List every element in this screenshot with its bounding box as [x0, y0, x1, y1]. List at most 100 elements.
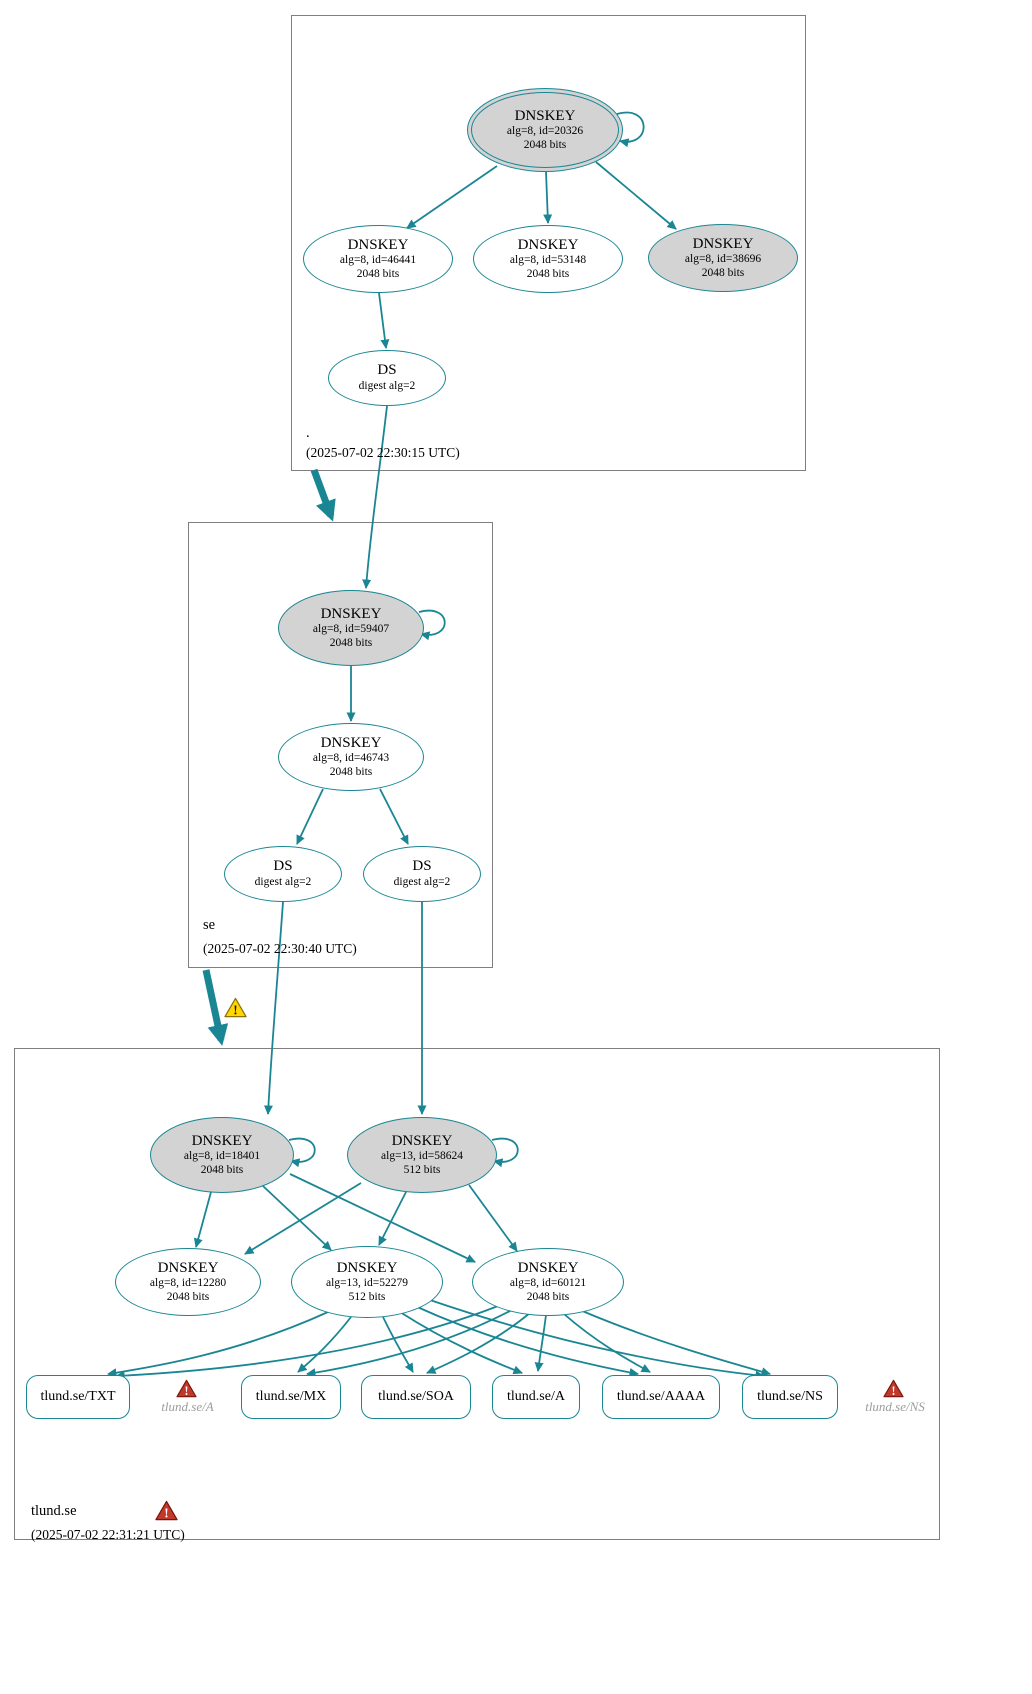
dnskey-node-tlund-zsk1[interactable]: DNSKEY alg=8, id=12280 2048 bits [115, 1248, 261, 1316]
node-type: DNSKEY [191, 1132, 253, 1149]
edge-zsk2-txt [107, 1311, 329, 1378]
zone-box-root [291, 15, 806, 471]
edge-zsk3-aaaa [563, 1313, 651, 1373]
node-type: DNSKEY [336, 1259, 398, 1276]
rrset-node-a[interactable]: tlund.se/A [492, 1375, 580, 1419]
edge-tlund-ksk2-zsk1 [244, 1182, 362, 1255]
node-meta: alg=8, id=59407 [312, 622, 390, 635]
zone-box-se [188, 522, 493, 968]
edge-tlund-ksk1-zsk3 [289, 1173, 476, 1263]
rrset-label: tlund.se/NS [757, 1389, 823, 1404]
ghost-rrset-a[interactable]: tlund.se/A [161, 1399, 214, 1414]
error-exclamation: ! [891, 1384, 895, 1398]
edge-root-zsk1-ds [378, 292, 390, 349]
edge-se-zsk-ds2 [379, 788, 409, 845]
warning-icon[interactable]: ! [224, 997, 247, 1018]
node-meta: alg=8, id=60121 [509, 1276, 587, 1289]
edge-zsk3-a [534, 1314, 547, 1372]
error-icon-zone-tlund[interactable]: ! [155, 1500, 178, 1521]
error-triangle [883, 1379, 904, 1398]
node-meta: digest alg=2 [254, 875, 312, 888]
edge-zone-root-se [310, 468, 336, 522]
node-bits: 2048 bits [329, 636, 373, 649]
dnskey-node-tlund-zsk3[interactable]: DNSKEY alg=8, id=60121 2048 bits [472, 1248, 624, 1316]
node-bits: 512 bits [403, 1163, 441, 1176]
ds-node-root[interactable]: DS digest alg=2 [328, 350, 446, 406]
edge-zsk3-soa [426, 1312, 531, 1374]
edge-root-ksk-selfsign [616, 111, 645, 148]
dnskey-node-tlund-ksk2[interactable]: DNSKEY alg=13, id=58624 512 bits [347, 1117, 497, 1193]
dnskey-node-root-zsk1[interactable]: DNSKEY alg=8, id=46441 2048 bits [303, 225, 453, 293]
dnskey-node-root-zsk2[interactable]: DNSKEY alg=8, id=53148 2048 bits [473, 225, 623, 293]
node-meta: alg=8, id=20326 [506, 124, 584, 137]
edge-zsk2-ns [429, 1299, 765, 1380]
dnskey-node-se-ksk[interactable]: DNSKEY alg=8, id=59407 2048 bits [278, 590, 424, 666]
rrset-node-mx[interactable]: tlund.se/MX [241, 1375, 341, 1419]
node-bits: 2048 bits [329, 765, 373, 778]
node-type: DNSKEY [157, 1259, 219, 1276]
node-bits: 2048 bits [523, 138, 567, 151]
dnskey-node-se-zsk[interactable]: DNSKEY alg=8, id=46743 2048 bits [278, 723, 424, 791]
node-type: DS [377, 362, 397, 379]
node-meta: alg=8, id=53148 [509, 253, 587, 266]
rrset-node-aaaa[interactable]: tlund.se/AAAA [602, 1375, 720, 1419]
node-meta: alg=8, id=46743 [312, 751, 390, 764]
dnskey-node-root-ksk[interactable]: DNSKEY alg=8, id=20326 2048 bits [467, 88, 623, 172]
node-meta: digest alg=2 [393, 875, 451, 888]
ghost-rrset-ns[interactable]: tlund.se/NS [865, 1399, 925, 1414]
node-type: DNSKEY [517, 1259, 579, 1276]
node-meta: alg=13, id=52279 [326, 1276, 408, 1289]
node-type: DNSKEY [347, 236, 409, 253]
error-icon-ghost-ns[interactable]: ! [883, 1379, 904, 1398]
edge-root-ksk-ksk2 [595, 161, 677, 230]
edge-zsk2-aaaa [414, 1305, 639, 1377]
node-type: DS [412, 858, 432, 875]
node-type: DNSKEY [517, 236, 579, 253]
node-meta: alg=8, id=38696 [684, 252, 762, 265]
rrset-node-ns[interactable]: tlund.se/NS [742, 1375, 838, 1419]
edge-root-ksk-zsk1 [406, 165, 498, 229]
edge-zsk3-mx [306, 1309, 513, 1378]
node-type: DNSKEY [391, 1132, 453, 1149]
node-meta: alg=8, id=46441 [339, 253, 417, 266]
zone-timestamp-se: (2025-07-02 22:30:40 UTC) [203, 941, 357, 956]
edge-zsk2-a [399, 1311, 523, 1375]
rrset-label: tlund.se/MX [255, 1389, 327, 1404]
zone-name-tlund: tlund.se [31, 1503, 77, 1519]
dnskey-node-tlund-ksk1[interactable]: DNSKEY alg=8, id=18401 2048 bits [150, 1117, 294, 1193]
dnskey-node-tlund-zsk2[interactable]: DNSKEY alg=13, id=52279 512 bits [291, 1246, 443, 1318]
node-meta: alg=13, id=58624 [381, 1149, 463, 1162]
dnskey-node-root-ksk2[interactable]: DNSKEY alg=8, id=38696 2048 bits [648, 224, 798, 292]
node-bits: 2048 bits [166, 1290, 210, 1303]
node-bits: 512 bits [348, 1290, 386, 1303]
edge-tlund-ksk1-zsk1 [193, 1191, 212, 1248]
error-exclamation: ! [164, 1506, 168, 1521]
zone-box-tlund [14, 1048, 940, 1540]
edge-se-ds1-tlund-ksk1 [263, 901, 284, 1115]
error-icon-ghost-a[interactable]: ! [176, 1379, 197, 1398]
warning-triangle [224, 997, 247, 1018]
edge-tlund-ksk2-zsk3 [468, 1184, 518, 1252]
node-type: DNSKEY [320, 734, 382, 751]
zone-timestamp-root: (2025-07-02 22:30:15 UTC) [306, 445, 460, 460]
edge-root-ds-se-ksk [362, 405, 388, 589]
rrset-label: tlund.se/SOA [378, 1389, 454, 1404]
error-exclamation: ! [184, 1384, 188, 1398]
node-meta: alg=8, id=18401 [183, 1149, 261, 1162]
node-bits: 2048 bits [200, 1163, 244, 1176]
rrset-node-soa[interactable]: tlund.se/SOA [361, 1375, 471, 1419]
rrset-label: tlund.se/AAAA [616, 1389, 706, 1404]
rrset-node-txt[interactable]: tlund.se/TXT [26, 1375, 130, 1419]
error-triangle [176, 1379, 197, 1398]
edge-root-ksk-zsk2 [543, 171, 553, 224]
zone-name-se: se [203, 917, 216, 933]
edge-zone-se-tlund [202, 969, 229, 1046]
edge-zsk2-mx [297, 1316, 352, 1373]
ds-node-se-2[interactable]: DS digest alg=2 [363, 846, 481, 902]
edge-zsk3-txt [115, 1305, 499, 1381]
node-bits: 2048 bits [526, 267, 570, 280]
ds-node-se-1[interactable]: DS digest alg=2 [224, 846, 342, 902]
node-type: DS [273, 858, 293, 875]
